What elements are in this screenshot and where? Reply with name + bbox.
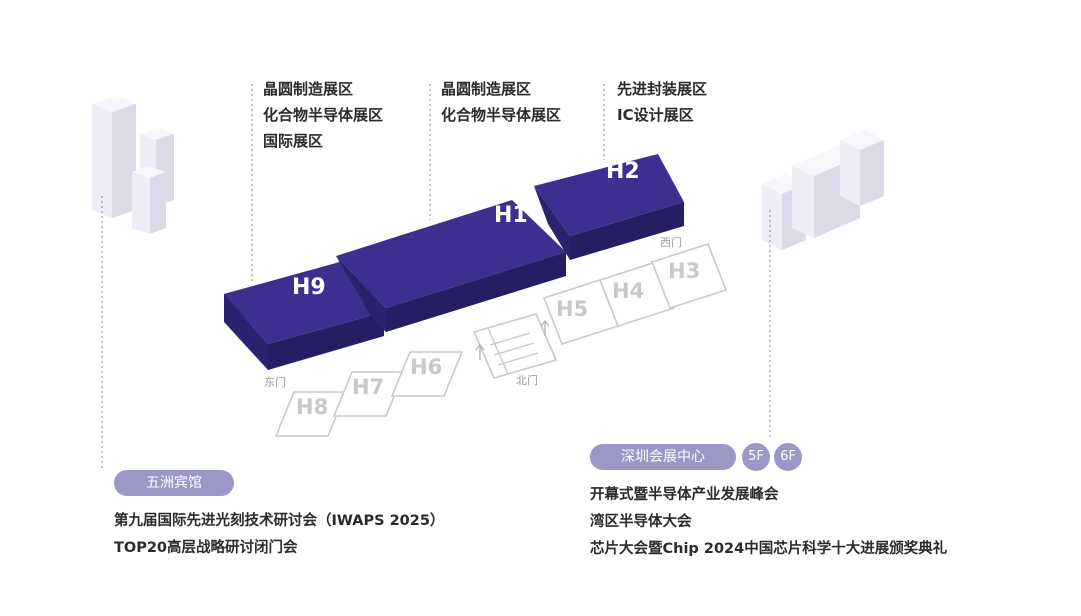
west-gate-label: 西门 bbox=[660, 235, 682, 249]
hall-h1[interactable] bbox=[336, 200, 566, 332]
event-item: 芯片大会暨Chip 2024中国芯片科学十大进展颁奖典礼 bbox=[590, 541, 948, 557]
zone-list-h9: 晶圆制造展区 化合物半导体展区 国际展区 bbox=[263, 76, 383, 154]
zone-item: 化合物半导体展区 bbox=[441, 106, 562, 124]
hall-h4-label: H4 bbox=[612, 279, 644, 303]
hall-h5-label: H5 bbox=[556, 297, 588, 321]
event-item: TOP20高层战略研讨闭门会 bbox=[114, 540, 298, 556]
venue-wuzhou-pill: 五洲宾馆 bbox=[114, 470, 234, 496]
event-item: 第九届国际先进光刻技术研讨会（IWAPS 2025） bbox=[114, 513, 445, 529]
hall-h6-outline bbox=[390, 351, 464, 397]
north-gate-stairs bbox=[487, 327, 539, 375]
venue-convention-pill: 深圳会展中心 bbox=[590, 444, 736, 470]
hall-h3-outline bbox=[650, 243, 728, 309]
venue-convention-events: 开幕式暨半导体产业发展峰会 湾区半导体大会 芯片大会暨Chip 2024中国芯片… bbox=[590, 482, 947, 563]
floor-badge-6f: 6F bbox=[774, 443, 802, 471]
event-item: 开幕式暨半导体产业发展峰会 bbox=[590, 487, 779, 503]
hall-h9-label: H9 bbox=[292, 275, 326, 300]
hall-h3-label: H3 bbox=[668, 259, 700, 283]
zone-item: 化合物半导体展区 bbox=[263, 106, 384, 124]
hall-h8-label: H8 bbox=[296, 395, 328, 419]
zone-item: 晶圆制造展区 bbox=[263, 80, 354, 98]
left-building-cluster bbox=[92, 96, 174, 234]
hall-h2-label: H2 bbox=[606, 159, 640, 184]
hall-h7-outline bbox=[332, 371, 406, 417]
zone-item: 晶圆制造展区 bbox=[441, 80, 532, 98]
zone-item: 国际展区 bbox=[263, 132, 324, 150]
north-gate-arrows bbox=[475, 319, 550, 360]
outline-halls bbox=[274, 243, 728, 437]
hall-h4-outline bbox=[598, 261, 676, 327]
zone-list-h2: 先进封装展区 IC设计展区 bbox=[617, 76, 707, 128]
north-gate-label: 北门 bbox=[516, 373, 538, 387]
zone-item: 先进封装展区 bbox=[617, 80, 708, 98]
north-gate-outline bbox=[472, 313, 558, 379]
zone-item: IC设计展区 bbox=[617, 106, 694, 124]
hall-h9[interactable] bbox=[224, 262, 384, 370]
leader-lines bbox=[101, 84, 771, 470]
zone-list-h1: 晶圆制造展区 化合物半导体展区 bbox=[441, 76, 561, 128]
hall-h2[interactable] bbox=[534, 154, 684, 260]
east-gate-label: 东门 bbox=[264, 375, 286, 389]
hall-h6-label: H6 bbox=[410, 355, 442, 379]
venue-wuzhou-events: 第九届国际先进光刻技术研讨会（IWAPS 2025） TOP20高层战略研讨闭门… bbox=[114, 508, 444, 562]
event-item: 湾区半导体大会 bbox=[590, 514, 692, 530]
hall-h8-outline bbox=[274, 391, 348, 437]
hall-h1-label: H1 bbox=[494, 203, 528, 228]
right-building-cluster bbox=[762, 130, 884, 250]
floor-badge-5f: 5F bbox=[742, 443, 770, 471]
hall-h7-label: H7 bbox=[352, 375, 384, 399]
